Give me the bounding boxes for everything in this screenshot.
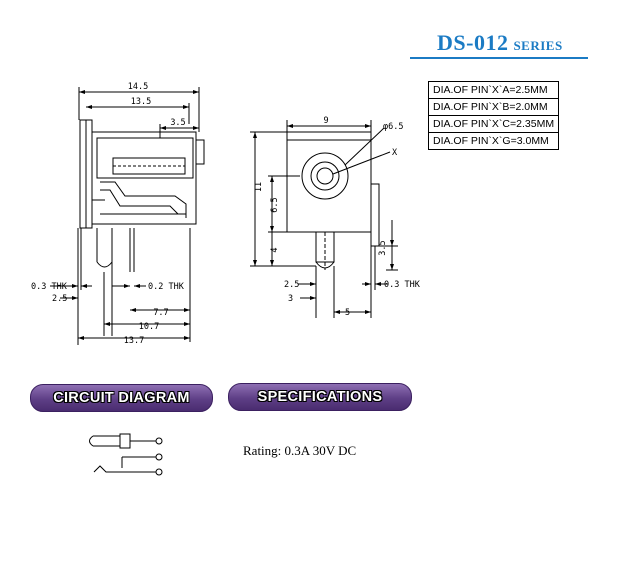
dim-2-5: 2.5 xyxy=(52,294,67,304)
specifications-label: SPECIFICATIONS xyxy=(257,389,383,405)
pin-diameter-table: DIA.OF PIN`X`A=2.5MM DIA.OF PIN`X`B=2.0M… xyxy=(427,81,560,150)
pin-dia-g: DIA.OF PIN`X`G=3.0MM xyxy=(427,132,560,150)
dim-6-5: 6.5 xyxy=(270,197,280,212)
dim-9: 9 xyxy=(323,116,328,126)
dim-0-3-thk-front: 0.3 THK xyxy=(384,280,421,290)
pin-dia-c: DIA.OF PIN`X`C=2.35MM xyxy=(427,115,560,133)
dim-0-3-thk: 0.3 THK xyxy=(31,282,68,292)
dim-phi-6-5: φ6.5 xyxy=(383,122,403,132)
front-view-outline xyxy=(250,120,398,318)
table-row: DIA.OF PIN`X`A=2.5MM xyxy=(427,81,560,99)
circuit-diagram-heading: CIRCUIT DIAGRAM xyxy=(30,384,213,412)
circuit-diagram-label: CIRCUIT DIAGRAM xyxy=(53,390,190,406)
dim-5: 5 xyxy=(345,308,350,318)
dim-4: 4 xyxy=(270,247,280,252)
table-row: DIA.OF PIN`X`C=2.35MM xyxy=(427,115,560,133)
model-number: DS-012 xyxy=(437,30,509,55)
side-view-dimensions: 14.5 13.5 3.5 0.3 THK 2.5 0.2 THK 7.7 10… xyxy=(31,82,186,346)
series-title: DS-012 SERIES xyxy=(437,30,563,56)
series-suffix: SERIES xyxy=(513,38,563,53)
dim-13-5: 13.5 xyxy=(131,97,151,107)
circuit-symbol xyxy=(89,433,163,476)
pin-dia-a: DIA.OF PIN`X`A=2.5MM xyxy=(427,81,560,99)
dim-7-7: 7.7 xyxy=(153,308,168,318)
title-underline xyxy=(410,57,588,59)
label-x: X xyxy=(392,148,398,158)
dimension-arrows xyxy=(72,90,394,340)
pin-dia-b: DIA.OF PIN`X`B=2.0MM xyxy=(427,98,560,116)
table-row: DIA.OF PIN`X`B=2.0MM xyxy=(427,98,560,116)
dim-14-5: 14.5 xyxy=(128,82,148,92)
dim-3-5-tip: 3.5 xyxy=(170,118,185,128)
dim-11: 11 xyxy=(254,182,264,192)
dim-3-5-pin: 3.5 xyxy=(378,240,388,255)
table-row: DIA.OF PIN`X`G=3.0MM xyxy=(427,132,560,150)
specifications-heading: SPECIFICATIONS xyxy=(228,383,412,411)
dim-0-2-thk: 0.2 THK xyxy=(148,282,185,292)
dim-10-7: 10.7 xyxy=(139,322,159,332)
dim-13-7: 13.7 xyxy=(124,336,144,346)
dim-2-5-front: 2.5 xyxy=(284,280,299,290)
rating-text: Rating: 0.3A 30V DC xyxy=(243,443,357,458)
dim-3-front: 3 xyxy=(288,294,293,304)
front-view-dimensions: 9 φ6.5 X 11 6.5 4 3.5 2.5 3 0.3 THK 5 xyxy=(254,116,421,318)
side-view-outline xyxy=(50,87,205,345)
